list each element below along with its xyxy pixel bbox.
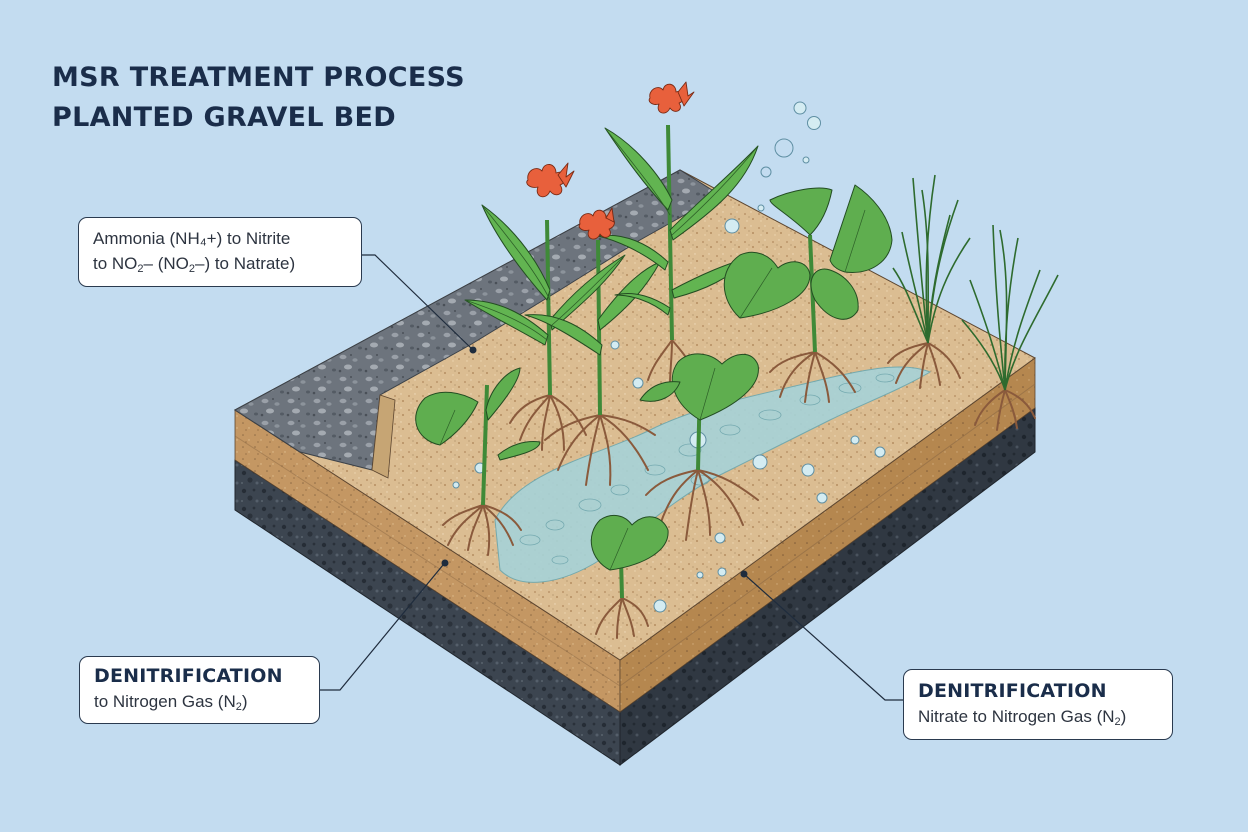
text-part: to NO	[93, 254, 138, 273]
callout-nitrification-line-2: to NO2– (NO2–) to Natrate)	[93, 251, 347, 276]
bubble-icon	[714, 532, 726, 544]
title-line-1: MSR TREATMENT PROCESS	[52, 62, 465, 93]
root-clump	[887, 342, 961, 389]
bubble-icon	[724, 218, 740, 234]
subscript: 2	[137, 263, 144, 275]
leader-lines	[320, 254, 903, 701]
title-line-2: PLANTED GRAVEL BED	[52, 102, 396, 133]
subscript: 2	[1114, 716, 1121, 728]
leader-line-denit-left	[320, 564, 444, 691]
callout-text: to Nitrogen Gas (N2)	[94, 689, 305, 714]
flower	[578, 207, 615, 240]
plants	[415, 81, 1059, 599]
bubble-icon	[816, 492, 828, 504]
callout-nitrification-line-1: Ammonia (NH₄+) to Nitrite	[93, 229, 291, 248]
bubble-icon	[774, 138, 794, 158]
root-clump	[769, 351, 856, 403]
bubble-icon	[850, 435, 860, 445]
roots	[442, 339, 1036, 639]
text-part: –) to Natrate)	[195, 254, 296, 273]
text-part: Nitrate to Nitrogen Gas (N	[918, 707, 1115, 726]
bubble-icon	[793, 101, 807, 115]
water-cells	[519, 373, 895, 565]
bubble-icon	[610, 340, 620, 350]
callout-denitrification-right: DENITRIFICATION Nitrate to Nitrogen Gas …	[903, 669, 1173, 740]
bubble-icon	[757, 204, 765, 212]
root-clump	[974, 389, 1036, 431]
heart-leaf-veins	[439, 209, 866, 571]
leader-dot-icon	[469, 346, 477, 354]
leader-dot-icon	[441, 559, 449, 567]
leader-dot-icon	[740, 570, 748, 578]
callout-denitrification-left: DENITRIFICATION to Nitrogen Gas (N2)	[79, 656, 320, 724]
callout-heading: DENITRIFICATION	[94, 665, 283, 687]
callout-heading: DENITRIFICATION	[918, 680, 1107, 702]
bubble-icon	[717, 567, 727, 577]
bubble-icon	[653, 599, 667, 613]
root-clump	[442, 504, 522, 556]
bubbles	[452, 101, 886, 613]
flower	[648, 81, 695, 114]
leader-dots	[441, 346, 748, 578]
flower	[526, 162, 575, 198]
gravel-step-face	[371, 394, 396, 479]
leader-line-nitrification	[362, 254, 474, 351]
flowers	[526, 81, 695, 240]
bubble-icon	[801, 463, 815, 477]
callout-text: Nitrate to Nitrogen Gas (N2)	[918, 704, 1158, 729]
bed-layers	[234, 357, 1036, 767]
heart-leaves	[415, 184, 893, 571]
bubble-icon	[632, 377, 644, 389]
bubble-icon	[802, 156, 810, 164]
leader-line-denit-right	[744, 574, 903, 701]
bubble-icon	[696, 571, 704, 579]
root-clump	[544, 414, 656, 486]
bubble-icon	[807, 116, 821, 130]
text-part: )	[241, 692, 248, 711]
bubble-icon	[752, 454, 768, 470]
root-clump	[595, 597, 649, 639]
bubble-icon	[874, 446, 886, 458]
callout-nitrification: Ammonia (NH₄+) to Nitrite to NO2– (NO2–)…	[78, 217, 362, 287]
page-title: MSR TREATMENT PROCESS PLANTED GRAVEL BED	[52, 58, 465, 138]
root-clump	[645, 469, 759, 541]
grass-clump	[892, 174, 971, 344]
text-part: – (NO	[143, 254, 189, 273]
subscript: 2	[188, 263, 195, 275]
leaf-veins	[464, 127, 759, 341]
grass-clump	[961, 224, 1059, 391]
canna-leaves	[464, 127, 759, 356]
bubble-icon	[452, 481, 460, 489]
bubble-icon	[760, 166, 772, 178]
text-part: )	[1120, 707, 1127, 726]
root-clump	[509, 394, 587, 451]
subscript: 2	[235, 701, 242, 713]
text-part: to Nitrogen Gas (N	[94, 692, 236, 711]
